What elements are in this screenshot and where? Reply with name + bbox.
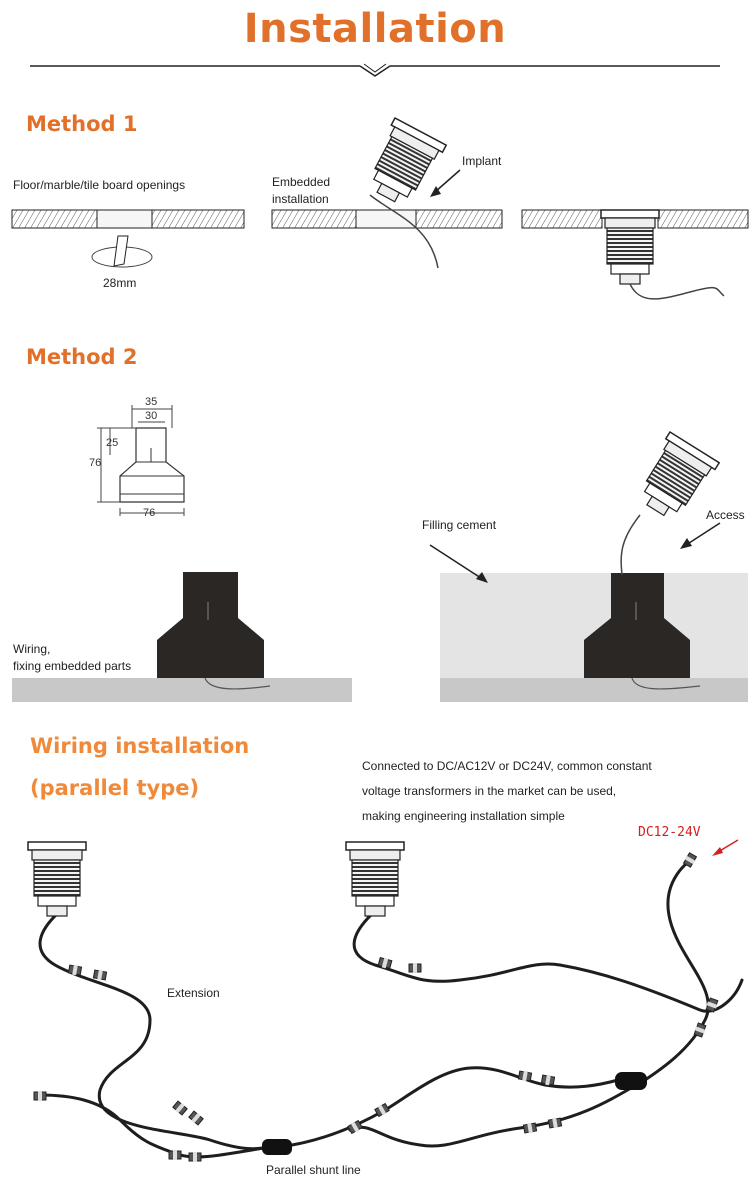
wiring-heading-line2: (parallel type) [30, 776, 200, 800]
shunt-label: Parallel shunt line [266, 1163, 361, 1177]
dim-top-inner: 30 [145, 410, 158, 422]
method2-dimension-drawing [97, 405, 185, 516]
wiring-note-2: voltage transformers in the market can b… [362, 784, 617, 798]
wiring-lamp-1 [27, 841, 87, 917]
shunt-boxes [262, 1072, 647, 1155]
method1-board-openings [11, 209, 245, 268]
method1-embedded-installation [271, 117, 503, 269]
wiring-lamp-2 [345, 841, 405, 917]
page-title: Installation [243, 6, 507, 52]
wiring-label-2: fixing embedded parts [13, 659, 132, 673]
implant-label: Implant [462, 154, 502, 168]
dim-top-outer: 35 [145, 396, 158, 408]
wiring-note-1: Connected to DC/AC12V or DC24V, common c… [362, 759, 652, 773]
wiring-heading-line1: Wiring installation [30, 734, 250, 758]
extension-label: Extension [167, 986, 220, 1000]
method2-filling-cement [429, 431, 748, 702]
dim-height-total: 76 [89, 457, 102, 469]
dim-height-top: 25 [106, 437, 119, 449]
wiring-cables [38, 856, 744, 1159]
voltage-arrow [712, 839, 739, 856]
filling-label: Filling cement [422, 518, 497, 532]
embedded-label-1: Embedded [272, 175, 331, 189]
title-divider [30, 63, 720, 77]
wiring-note-3: making engineering installation simple [362, 809, 565, 823]
size-label: 28mm [103, 276, 137, 290]
voltage-label: DC12-24V [638, 825, 701, 840]
method1-installed [521, 209, 749, 300]
wiring-label-1: Wiring, [13, 642, 51, 656]
dim-bottom-width: 76 [143, 507, 156, 519]
method1-heading: Method 1 [26, 112, 138, 136]
method2-heading: Method 2 [26, 345, 138, 369]
embedded-label-2: installation [272, 192, 329, 206]
access-label: Access [706, 508, 745, 522]
method2-embedded-parts [12, 572, 352, 702]
openings-label: Floor/marble/tile board openings [13, 178, 186, 192]
